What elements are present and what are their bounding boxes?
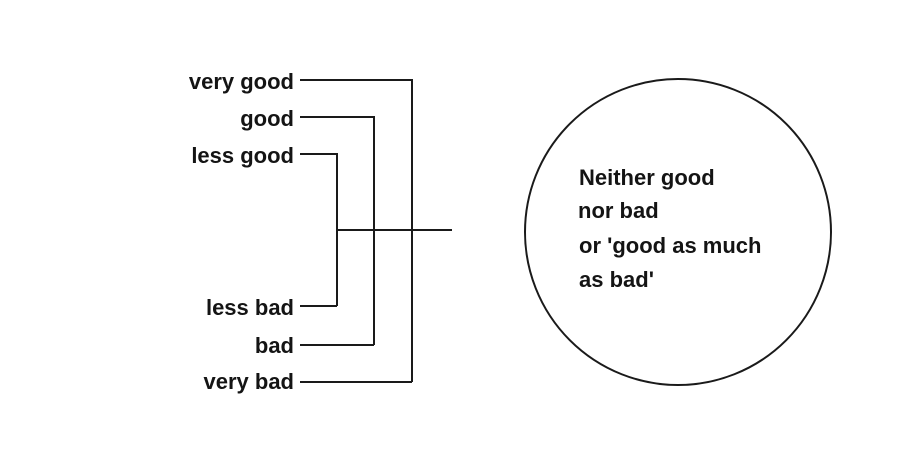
label-bad: bad xyxy=(254,333,294,358)
label-very-bad: very bad xyxy=(203,369,295,394)
circle-line-4: as bad' xyxy=(579,267,654,292)
label-good: good xyxy=(240,106,294,131)
circle-line-1: Neither good xyxy=(579,165,715,190)
circle-line-3: or 'good as much xyxy=(579,233,762,258)
neutral-circle xyxy=(524,78,832,386)
label-less-bad: less bad xyxy=(205,295,294,320)
very-good-connector xyxy=(300,79,413,382)
less-good-connector xyxy=(300,153,338,306)
good-connector xyxy=(300,116,375,345)
label-less-good: less good xyxy=(191,143,294,168)
circle-line-2: nor bad xyxy=(578,198,659,223)
label-very-good: very good xyxy=(188,69,294,94)
